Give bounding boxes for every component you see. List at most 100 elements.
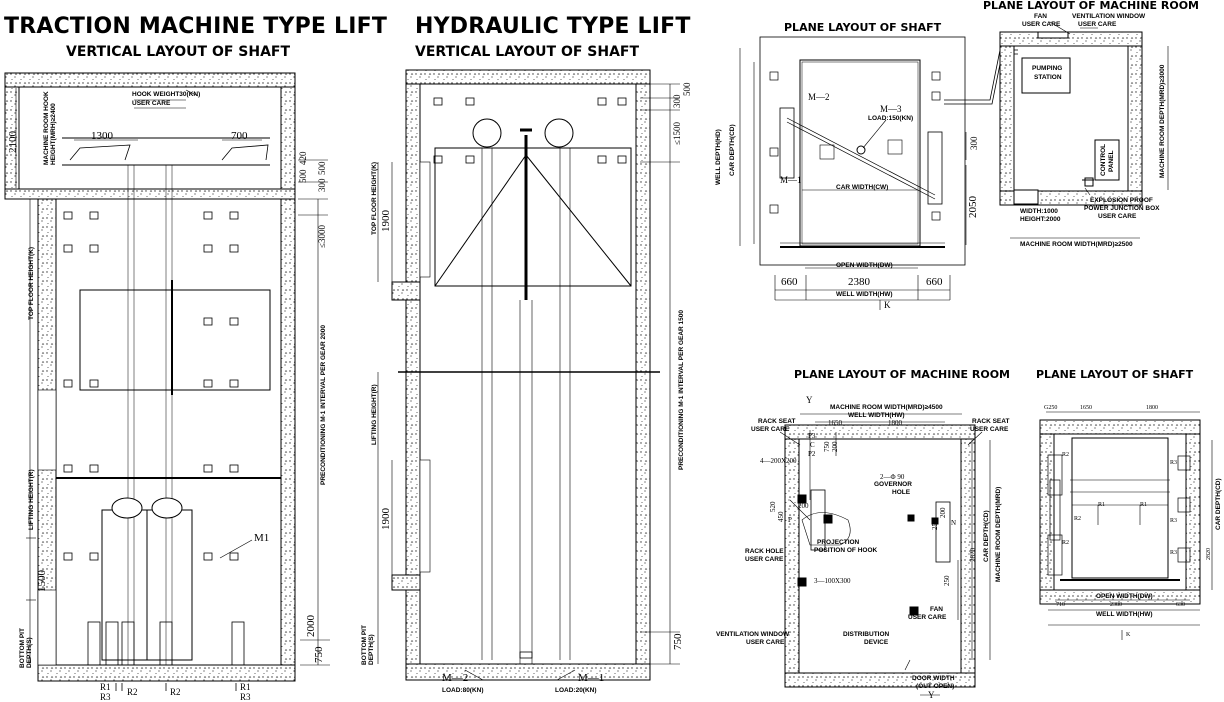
dim-420: 420	[298, 151, 308, 166]
subtitle-traction: VERTICAL LAYOUT OF SHAFT	[66, 44, 291, 60]
psb-k: K	[1126, 632, 1131, 638]
pm-mrd-label: MACHINE ROOM DEPTH(MRD)≥3000	[1159, 64, 1166, 178]
dim-2000: 2000	[305, 615, 317, 637]
user-care-label: USER CARE	[132, 100, 171, 107]
pmb-dim-1650: 1650	[828, 419, 842, 427]
ps-well-width-label: WELL WIDTH(HW)	[836, 291, 893, 298]
title-plane-shaft-bottom: PLANE LAYOUT OF SHAFT	[1036, 368, 1194, 381]
pmb-out-open: (OUT OPEN)	[916, 683, 955, 690]
pmb-dim-520: 520	[769, 501, 777, 513]
pmb-car-depth: CAR DEPTH(CD)	[983, 510, 990, 562]
ps-dim-2050: 2050	[967, 196, 979, 218]
pmb-hw-label: WELL WIDTH(HW)	[848, 412, 905, 419]
pmb-dim-200b: 200	[798, 502, 809, 510]
pm-panel-label: PANEL	[1108, 150, 1115, 172]
ps-well-depth-label: WELL DEPTH(HD)	[715, 129, 722, 185]
pmb-hole: HOLE	[892, 489, 911, 496]
dim-2100: 2100	[7, 131, 19, 153]
dim-1300: 1300	[91, 130, 113, 142]
psb-r2c: R2	[1062, 540, 1070, 546]
pmb-user-care-right: USER CARE	[970, 426, 1009, 433]
ps-car-width-label: CAR WIDTH(CW)	[836, 184, 889, 191]
pmb-p: P	[788, 516, 792, 524]
ps-car-depth-label: CAR DEPTH(CD)	[729, 124, 736, 176]
pm-control-label: CONTROL	[1100, 143, 1107, 176]
hook-weight-label: HOOK WEIGHT30(KN)	[132, 91, 201, 98]
hyd-dim-1900b: 1900	[380, 508, 392, 530]
pmb-dim-250: 250	[931, 519, 939, 531]
pmb-dim-200c: 200	[939, 507, 947, 519]
dim-300: 300	[317, 178, 327, 193]
plane-shaft-top-drawing	[739, 36, 1018, 310]
psb-r2: R2	[1062, 452, 1070, 458]
hyd-dim-1500: ≤1500	[672, 122, 682, 145]
pmb-governor: GOVERNOR	[874, 481, 912, 488]
psb-open-width: OPEN WIDTH(DW)	[1096, 593, 1153, 600]
psb-r1: R1	[1098, 502, 1106, 508]
pmb-position-hook: POSITION OF HOOK	[814, 547, 878, 554]
hyd-load-m1: LOAD:20(KN)	[555, 687, 597, 694]
pm-width-label: WIDTH:1000	[1020, 208, 1058, 215]
pmb-p3: P3	[808, 432, 816, 440]
title-plane-machine-bottom: PLANE LAYOUT OF MACHINE ROOM	[794, 368, 1010, 381]
psb-dim-630: 630	[1176, 602, 1185, 608]
pmb-user-care-hole: USER CARE	[745, 556, 784, 563]
pmb-n: N	[951, 519, 957, 527]
pmb-holes-2: 2—Φ 90	[880, 473, 905, 481]
pmb-mrw-label: MACHINE ROOM WIDTH(MRD)≥4500	[830, 404, 943, 411]
dim-500: 500	[298, 169, 308, 184]
pm-station-label: STATION	[1034, 74, 1062, 81]
ps-open-width-label: OPEN WIDTH(DW)	[836, 262, 893, 269]
pm-user-care2-label: USER CARE	[1078, 21, 1117, 28]
plane-machine-top-drawing	[999, 21, 1169, 239]
pmb-rack-seat-left: RACK SEAT	[758, 418, 796, 425]
hyd-bottom-pit-label: BOTTOM PIT DEPTH(S)	[361, 625, 375, 665]
pm-height-label: HEIGHT:2000	[1020, 216, 1061, 223]
hyd-dim-500: 500	[682, 82, 692, 97]
dim-1500: 1500	[36, 570, 48, 592]
psb-r1b: R1	[1140, 502, 1148, 508]
hyd-dim-750: 750	[672, 633, 684, 651]
pmb-c: C	[810, 441, 815, 449]
psb-dim-1800: 1800	[1146, 405, 1158, 411]
preconditioning-label: PRECONDITIONING M-1 INTERVAL PER GEAR 20…	[320, 324, 327, 485]
title-plane-machine-top: PLANE LAYOUT OF MACHINE ROOM	[983, 0, 1199, 12]
title-traction: TRACTION MACHINE TYPE LIFT	[4, 14, 388, 39]
pmb-dim-750: 750	[823, 441, 831, 453]
pm-user-care-label: USER CARE	[1022, 21, 1061, 28]
psb-dim-2380: 2380	[1110, 602, 1122, 608]
pm-ventilation-label: VENTILATION WINDOW	[1072, 13, 1146, 20]
pm-explosion-label: EXPLOSION PROOF	[1090, 197, 1153, 204]
r2-right-label: R2	[170, 687, 181, 697]
psb-r3c: R3	[1170, 550, 1178, 556]
psb-well-width: WELL WIDTH(HW)	[1096, 611, 1153, 618]
hyd-lifting-label: LIFTING HEIGHT(R)	[371, 384, 378, 445]
psb-r3a: R3	[1170, 460, 1178, 466]
psb-dim-1650: 1650	[1080, 405, 1092, 411]
pmb-user-care-left: USER CARE	[751, 426, 790, 433]
plane-machine-bottom-drawing	[779, 413, 991, 696]
pmb-door-width: DOOR WIDTH	[912, 675, 955, 682]
psb-r2b: R2	[1074, 516, 1082, 522]
hyd-m1-label: M—1	[578, 672, 605, 684]
pm-pumping-label: PUMPING	[1032, 65, 1063, 72]
pm-junction-label: POWER JUNCTION BOX	[1084, 205, 1160, 212]
pmb-p2: P2	[808, 450, 816, 458]
dim-3000: ≤3000	[317, 225, 327, 248]
subtitle-hydraulic: VERTICAL LAYOUT OF SHAFT	[415, 44, 640, 60]
pmb-holes-4: 4—200X200	[760, 457, 797, 465]
lifting-height-label: LIFTING HEIGHT(R)	[28, 469, 35, 530]
dim-500b: 500	[317, 161, 327, 176]
pmb-rack-hole: RACK HOLE	[745, 548, 784, 555]
ps-dim-660b: 660	[926, 276, 943, 288]
traction-shaft-drawing	[4, 72, 330, 691]
ps-m2-label: M—2	[808, 92, 830, 102]
pmb-mrd: MACHINE ROOM DEPTH(MRD)	[995, 486, 1002, 582]
psb-car-depth: CAR DEPTH(CD)	[1215, 478, 1222, 530]
dim-750: 750	[313, 646, 325, 664]
pm-user-care3-label: USER CARE	[1098, 213, 1137, 220]
pmb-ventilation: VENTILATION WINDOW	[716, 631, 790, 638]
pmb-device: DEVICE	[864, 639, 889, 646]
pmb-y-bottom: Y	[928, 690, 935, 700]
